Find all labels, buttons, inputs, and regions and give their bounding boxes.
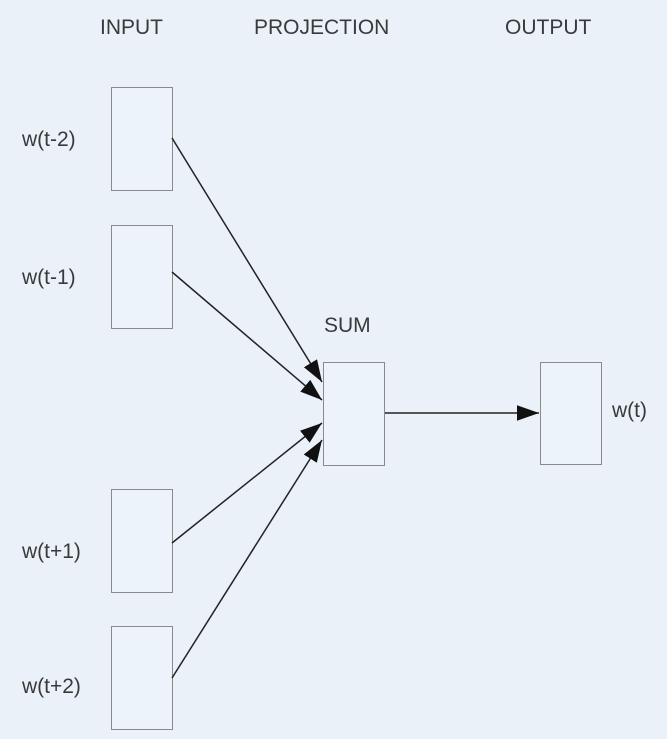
input-node xyxy=(111,626,173,730)
input-node xyxy=(111,87,173,191)
header-output: OUTPUT xyxy=(505,16,592,39)
sum-label: SUM xyxy=(324,314,371,337)
arrow xyxy=(171,439,323,679)
input-label: w(t+2) xyxy=(22,675,81,698)
input-label: w(t-1) xyxy=(22,266,76,289)
arrow xyxy=(171,137,323,383)
header-input: INPUT xyxy=(100,16,163,39)
arrow xyxy=(171,271,323,401)
header-projection: PROJECTION xyxy=(254,16,390,39)
arrow xyxy=(171,422,323,544)
input-node xyxy=(111,225,173,329)
output-node xyxy=(540,362,602,465)
input-label: w(t+1) xyxy=(22,540,81,563)
input-node xyxy=(111,489,173,593)
output-label: w(t) xyxy=(612,399,647,422)
input-label: w(t-2) xyxy=(22,128,76,151)
projection-node xyxy=(323,362,385,466)
